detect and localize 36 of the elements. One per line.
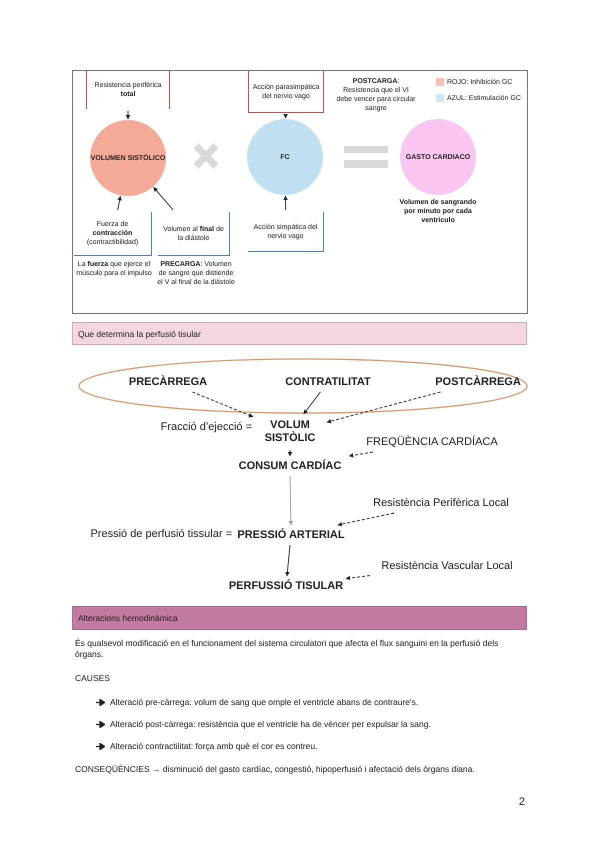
node-label: POSTCÀRREGA bbox=[433, 374, 523, 390]
node-label: PERFUSSIÓ TISULAR bbox=[228, 578, 344, 594]
heading-text: CAUSES bbox=[75, 673, 111, 684]
node-label: VOLUM SISTÒLIC bbox=[255, 416, 325, 448]
side-note: Pressió de perfusió tissular = bbox=[89, 528, 232, 541]
arrow bbox=[192, 392, 254, 418]
node-label: PRESSIÓ ARTERIAL bbox=[236, 527, 346, 543]
arrow bbox=[337, 512, 395, 526]
arrow bbox=[153, 186, 174, 210]
arrow bbox=[117, 196, 122, 210]
arrow bbox=[285, 544, 290, 576]
list-item: Alteració pre-càrrega: volum de sang que omple el ventricle abans de contraure's. bbox=[110, 697, 420, 708]
arrow bbox=[348, 452, 374, 458]
arrow bbox=[283, 196, 288, 210]
page-number: 2 bbox=[518, 796, 525, 809]
arrow bbox=[126, 110, 130, 120]
node-label: CONTRATILITAT bbox=[278, 374, 378, 390]
list-item: Alteració post-càrrega: resistència que el ventricle ha de vèncer per expulsar la sang. bbox=[110, 719, 432, 730]
paragraph: CONSEQÜÈNCIES → disminució del gasto cardíac, congestió, hipoperfusió i afectació dels òrgans diana. bbox=[75, 764, 476, 775]
side-note: Fracció d’ejecció = bbox=[160, 421, 252, 434]
arrow bbox=[326, 392, 441, 424]
arrow bbox=[346, 575, 370, 580]
arrow bbox=[303, 392, 321, 414]
ellipse-outline bbox=[78, 358, 528, 414]
node-label: FREQÜÈNCIA CARDÍACA bbox=[362, 434, 502, 450]
node-label: Resistència Perifèrica Local bbox=[366, 495, 516, 511]
list-item: Alteració contractilitat: força amb què el cor es contreu. bbox=[110, 741, 318, 752]
arrow bbox=[283, 114, 288, 118]
paragraph: És qualsevol modificació en el funcionament del sistema circulatori que afecta el flux sanguini en la perfusió dels òrgans. bbox=[75, 638, 500, 660]
arrow bbox=[288, 476, 294, 526]
node-label: PRECÀRREGA bbox=[123, 374, 213, 390]
node-label: Resistència Vascular Local bbox=[372, 558, 522, 574]
arrow bbox=[288, 450, 292, 456]
node-label: CONSUM CARDÍAC bbox=[228, 458, 352, 474]
section-header: Que determina la perfusió tisular bbox=[72, 322, 527, 345]
section-header: Alteracions hemodinàmica bbox=[72, 606, 527, 630]
